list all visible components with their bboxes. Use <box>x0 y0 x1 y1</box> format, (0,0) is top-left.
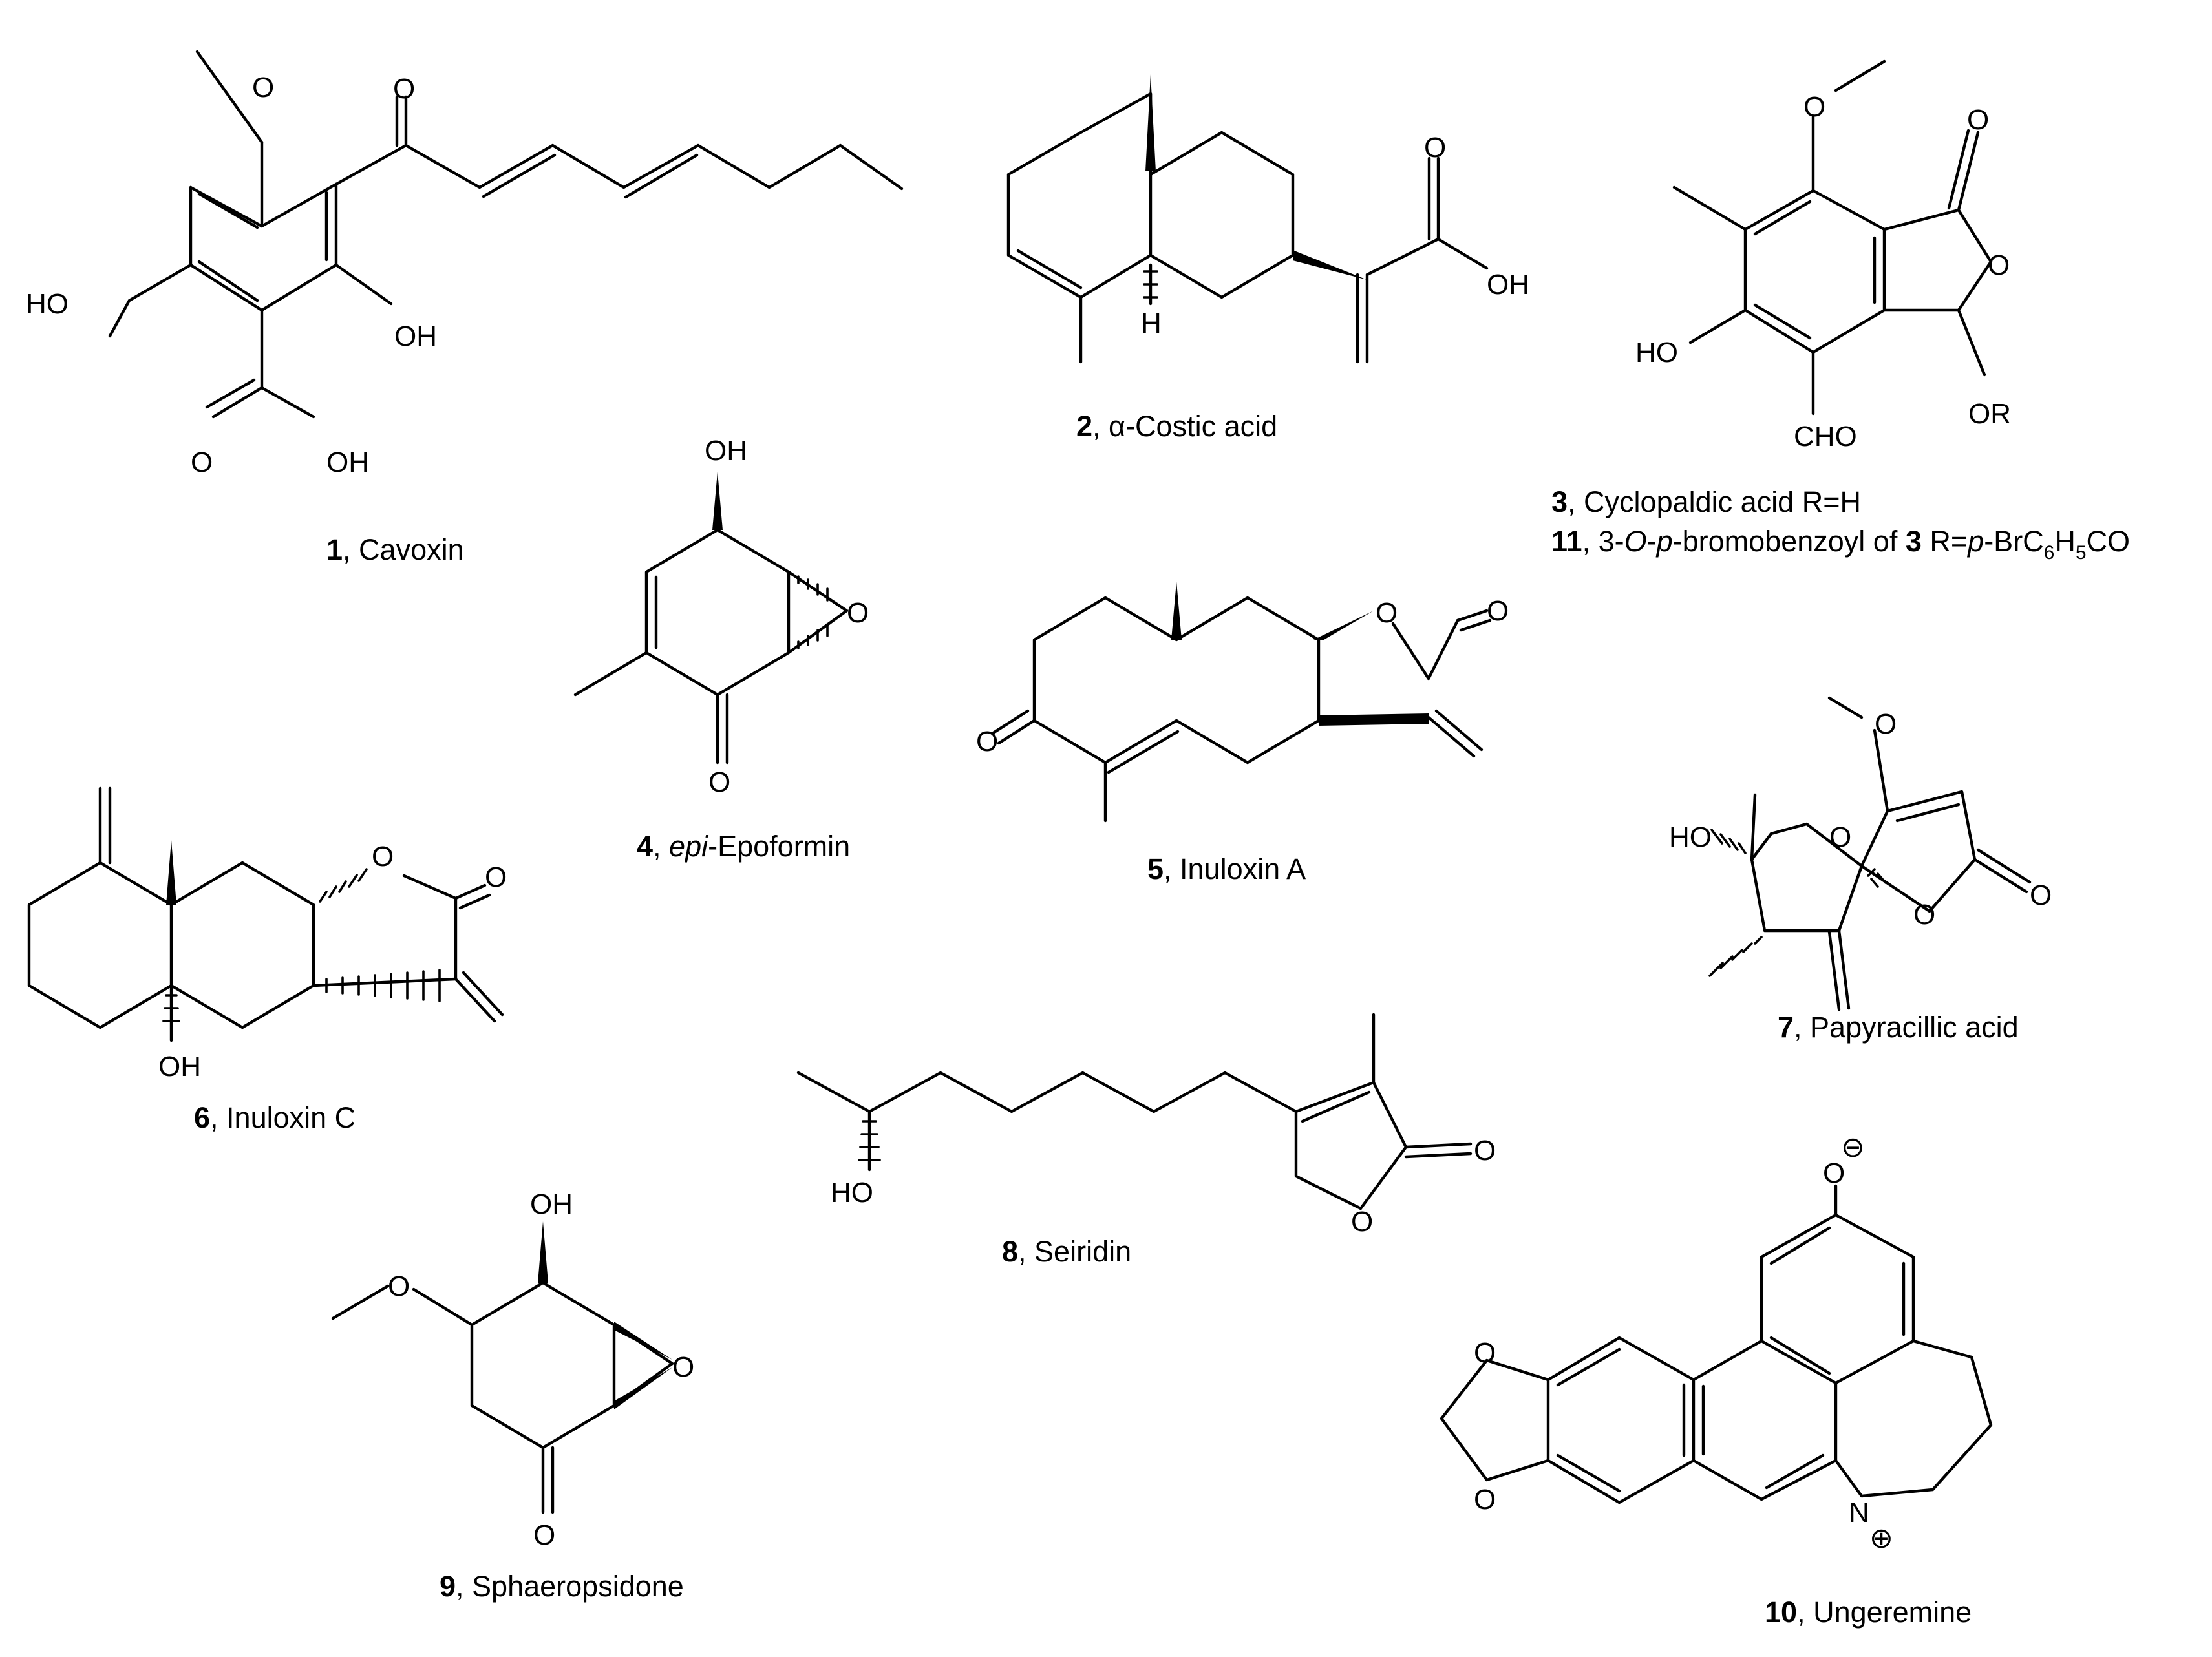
atom-oh: OH <box>530 1188 573 1220</box>
atom-o-oxide: O <box>1823 1157 1845 1189</box>
atom-o-lactone: O <box>1913 899 1935 931</box>
atom-o-methoxy: O <box>388 1271 410 1302</box>
atom-h: H <box>1141 308 1162 339</box>
structure-costic-acid: H O OH <box>1006 74 1529 364</box>
caption-sphaeropsidone: 9, Sphaeropsidone <box>440 1570 684 1603</box>
atom-o-carbonyl: O <box>191 447 213 478</box>
atom-o-carbonyl: O <box>2030 880 2052 911</box>
atom-o-ring: O <box>1351 1206 1373 1238</box>
atom-o-furan: O <box>1829 821 1851 853</box>
atom-o-ring: O <box>1376 597 1398 629</box>
atom-o-methoxy: O <box>1875 708 1897 740</box>
caption-ungeremine: 10, Ungeremine <box>1765 1596 1972 1629</box>
caption-bromobenzoyl: 11, 3-O-p-bromobenzoyl of 3 R=p-BrC6H5CO <box>1551 525 2130 564</box>
atom-o-carbonyl: O <box>1474 1135 1496 1166</box>
structure-papyracillic-acid: HO O O O O <box>1669 696 2052 1011</box>
atom-oh-acid: OH <box>326 447 369 478</box>
atom-or: OR <box>1968 398 2011 430</box>
caption-cavoxin: 1, Cavoxin <box>326 533 464 566</box>
caption-inuloxin-a: 5, Inuloxin A <box>1147 852 1306 885</box>
structure-sphaeropsidone: OH O O O <box>331 1188 694 1551</box>
caption-inuloxin-c: 6, Inuloxin C <box>194 1101 356 1134</box>
caption-cyclopaldic-acid: 3, Cyclopaldic acid R=H <box>1551 485 1861 518</box>
atom-ho: HO <box>1635 337 1678 368</box>
charge-plus: ⊕ <box>1869 1523 1893 1554</box>
atom-o-dioxole-bottom: O <box>1474 1484 1496 1515</box>
atom-oh: OH <box>1487 269 1529 301</box>
atom-o-epoxide: O <box>672 1351 694 1383</box>
structure-inuloxin-c: O O OH <box>27 786 507 1082</box>
atom-o-ketone: O <box>393 73 415 105</box>
structure-cavoxin: O O HO OH O OH <box>26 50 904 478</box>
atom-o-methoxy: O <box>1803 91 1825 123</box>
caption-seiridin: 8, Seiridin <box>1002 1235 1131 1268</box>
atom-o-ring: O <box>1988 249 2010 281</box>
atom-ho: HO <box>1669 821 1712 853</box>
atom-o-carbonyl: O <box>485 861 507 893</box>
structure-cyclopaldic-acid: O O O HO CHO OR <box>1635 59 2011 452</box>
structure-inuloxin-a: O O O <box>976 582 1509 823</box>
atom-o-methoxy: O <box>252 72 274 103</box>
atom-n: N <box>1849 1497 1869 1528</box>
atom-ho: HO <box>26 288 69 320</box>
atom-cho: CHO <box>1794 421 1857 452</box>
atom-oh: OH <box>394 321 437 352</box>
caption-papyracillic-acid: 7, Papyracillic acid <box>1778 1011 2019 1044</box>
atom-o-lactone-carbonyl: O <box>1967 104 1989 136</box>
atom-oh: OH <box>705 435 747 467</box>
charge-minus: ⊖ <box>1841 1132 1865 1163</box>
atom-oh: OH <box>158 1051 201 1082</box>
caption-costic-acid: 2, α-Costic acid <box>1076 410 1277 443</box>
atom-o-ketone: O <box>976 726 998 757</box>
atom-o-ketone: O <box>533 1519 555 1551</box>
atom-ho: HO <box>831 1177 873 1208</box>
atom-o-carbonyl: O <box>1487 595 1509 627</box>
structure-epi-epoformin: OH O O <box>573 435 869 798</box>
atom-o-dioxole-top: O <box>1474 1337 1496 1369</box>
atom-o-epoxide: O <box>847 597 869 629</box>
structure-ungeremine: O ⊖ N ⊕ O O <box>1440 1132 1993 1554</box>
caption-epi-epoformin: 4, epi-Epoformin <box>637 830 850 863</box>
atom-o: O <box>1424 132 1446 164</box>
atom-o-ring: O <box>372 841 394 872</box>
atom-o-ketone: O <box>708 766 730 798</box>
structure-seiridin: HO O O <box>796 1013 1496 1238</box>
